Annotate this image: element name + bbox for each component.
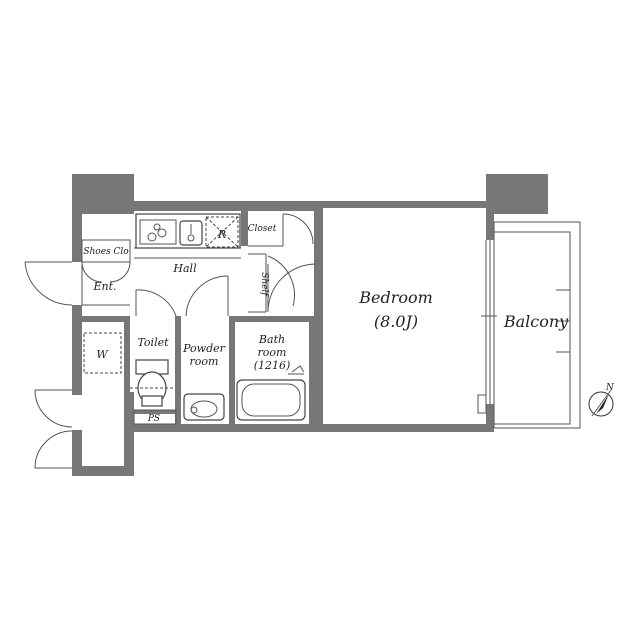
bath-label-line1: Bath — [258, 333, 285, 346]
compass-north-label: N — [605, 383, 615, 393]
washer-label: W — [96, 348, 109, 361]
kitchen — [135, 213, 241, 249]
bath-label-line3: (1216) — [254, 359, 291, 372]
bedroom-label: Bedroom — [358, 288, 433, 307]
shelf-label: Shelf — [259, 272, 269, 297]
ps-label: PS — [147, 414, 160, 424]
shoes-closet-label: Shoes Clo — [83, 247, 129, 257]
hall-label: Hall — [172, 262, 197, 275]
bath-label-line2: room — [258, 346, 287, 359]
closet-label: Closet — [248, 224, 277, 234]
washbasin — [183, 393, 225, 421]
structural-walls — [72, 174, 548, 476]
washer-space — [83, 332, 122, 374]
room-labels: Bedroom (8.0J) Balcony Bath room (1216) … — [83, 224, 569, 424]
refrigerator-label: R — [217, 228, 226, 241]
doors — [24, 213, 317, 469]
toilet-fixture — [130, 359, 175, 407]
compass: N — [588, 383, 615, 417]
bedroom-size-label: (8.0J) — [374, 312, 418, 331]
powder-label-line2: room — [190, 355, 219, 368]
balcony-label: Balcony — [503, 312, 569, 331]
entrance-label: Ent. — [92, 280, 116, 293]
bathtub — [236, 365, 306, 421]
powder-label-line1: Powder — [182, 342, 226, 355]
toilet-label: Toilet — [137, 336, 169, 349]
